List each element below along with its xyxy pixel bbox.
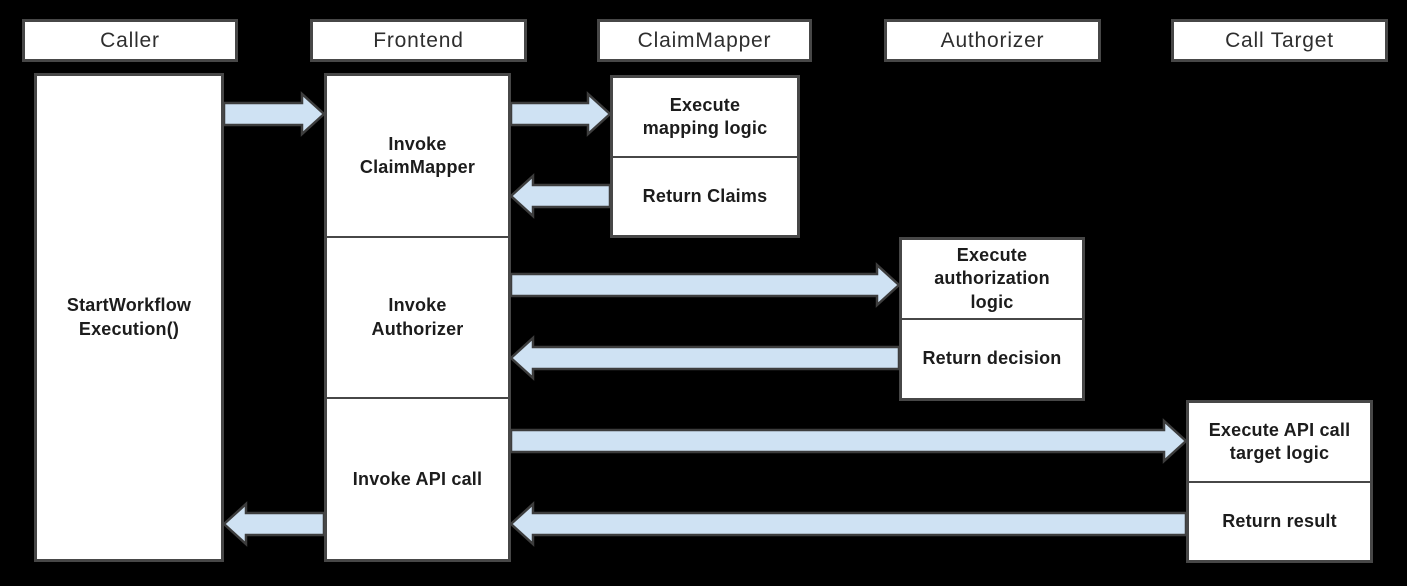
step-label: Execute API call target logic <box>1208 419 1351 463</box>
lifeline-header-claimmapper: ClaimMapper <box>597 19 812 62</box>
activation-frontend: Invoke ClaimMapper Invoke Authorizer Inv… <box>324 73 511 562</box>
lifeline-label: Call Target <box>1225 28 1334 52</box>
arrow-frontend-to-claimmapper <box>509 91 612 137</box>
step-label: Invoke ClaimMapper <box>359 133 476 177</box>
lifeline-header-calltarget: Call Target <box>1171 19 1388 62</box>
step-label: Execute mapping logic <box>642 94 768 138</box>
step-execute-api-call-target-logic: Execute API call target logic <box>1189 403 1370 481</box>
step-label: Execute authorization logic <box>934 245 1050 312</box>
arrow-calltarget-to-frontend <box>509 501 1188 547</box>
step-label: Invoke Authorizer <box>371 295 464 339</box>
activation-caller: StartWorkflow Execution() <box>34 73 224 562</box>
step-invoke-authorizer: Invoke Authorizer <box>327 235 508 398</box>
step-invoke-api-call: Invoke API call <box>327 397 508 559</box>
step-label: Invoke API call <box>352 468 483 489</box>
step-return-claims: Return Claims <box>613 155 797 236</box>
arrow-frontend-to-authorizer <box>509 262 901 308</box>
step-return-result: Return result <box>1189 480 1370 561</box>
lifeline-label: Caller <box>100 28 160 52</box>
lifeline-header-frontend: Frontend <box>310 19 527 62</box>
lifeline-label: Frontend <box>373 28 464 52</box>
step-return-decision: Return decision <box>902 318 1082 398</box>
activation-calltarget: Execute API call target logic Return res… <box>1186 400 1373 563</box>
step-label: Return decision <box>922 348 1062 369</box>
step-execute-mapping-logic: Execute mapping logic <box>613 78 797 156</box>
lifeline-label: Authorizer <box>940 28 1045 52</box>
arrow-frontend-to-calltarget <box>509 418 1188 464</box>
step-invoke-claimmapper: Invoke ClaimMapper <box>327 76 508 236</box>
step-label: Return Claims <box>642 185 768 206</box>
step-execute-authorization-logic: Execute authorization logic <box>902 240 1082 318</box>
activation-label: StartWorkflow Execution() <box>66 295 192 339</box>
lifeline-label: ClaimMapper <box>637 28 772 52</box>
activation-claimmapper: Execute mapping logic Return Claims <box>610 75 800 238</box>
arrow-claimmapper-to-frontend <box>509 173 612 219</box>
step-label: Return result <box>1222 510 1337 531</box>
arrow-frontend-to-caller <box>222 501 326 547</box>
activation-authorizer: Execute authorization logic Return decis… <box>899 237 1085 401</box>
arrow-authorizer-to-frontend <box>509 335 901 381</box>
lifeline-header-caller: Caller <box>22 19 238 62</box>
lifeline-header-authorizer: Authorizer <box>884 19 1101 62</box>
arrow-caller-to-frontend <box>222 91 326 137</box>
